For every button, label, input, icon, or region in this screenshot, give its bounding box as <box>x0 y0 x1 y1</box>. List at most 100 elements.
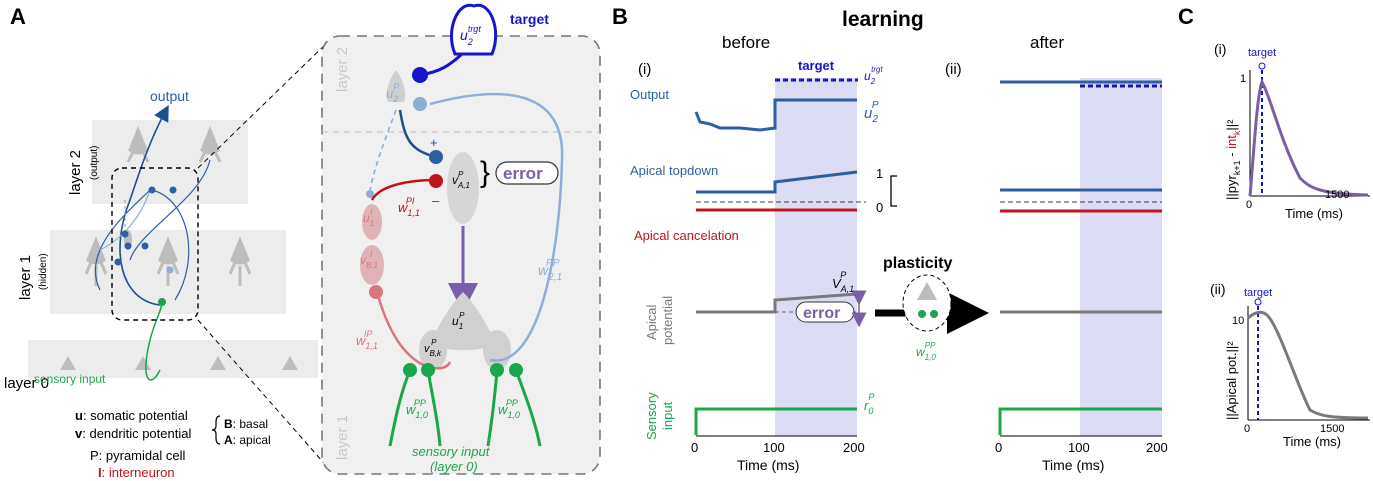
output-label: output <box>150 88 189 104</box>
legend-B-desc: : basal <box>233 417 268 431</box>
sensory-row-label2: input <box>660 401 675 430</box>
plasticity-syn-2 <box>930 310 938 318</box>
panel-b-label: B <box>612 4 628 29</box>
c1-ytick: 1 <box>1240 73 1246 85</box>
output-row-label: Output <box>630 87 669 102</box>
legend-v: v <box>75 426 83 441</box>
b-u2p-label: u2P <box>864 100 879 125</box>
svg-text:P: pyramidal cell: P: pyramidal cell <box>90 448 185 463</box>
panel-a: A layer 2 (output) layer 1 (hidden) laye… <box>4 3 601 480</box>
sensory-input-label: sensory input <box>34 372 106 386</box>
before-topdown-trace <box>696 170 858 194</box>
panel-c-label: C <box>1178 4 1194 29</box>
u2p-label: u2P <box>386 82 399 104</box>
legend-A: A <box>224 433 233 447</box>
wIP-label: w1,1IP <box>356 329 378 351</box>
wIP-path <box>376 294 452 370</box>
i-label: (i) <box>638 61 651 78</box>
layer0-cells <box>60 356 298 370</box>
sensory-path <box>145 301 163 381</box>
before-xtick-0: 0 <box>691 440 698 455</box>
c-ii-label: (ii) <box>1210 281 1226 297</box>
c-target-label-2: target <box>1244 287 1272 299</box>
error-brace: } <box>480 156 490 189</box>
zoom-line-top <box>197 39 331 169</box>
layer0-band <box>28 340 318 378</box>
plasticity-cell <box>917 282 937 300</box>
learning-title: learning <box>842 8 924 31</box>
svg-text:B: basal: B: basal <box>224 417 268 431</box>
c1-xtick-1500: 1500 <box>1325 189 1349 201</box>
c2-xlabel: Time (ms) <box>1283 434 1341 449</box>
target-label: target <box>510 11 549 27</box>
b-w10-label: w1,0PP <box>916 341 936 362</box>
zoom-line-bottom <box>197 319 331 471</box>
after-xtick-0: 0 <box>995 440 1002 455</box>
scale-bottom: 0 <box>876 200 883 215</box>
b-error-label: error <box>803 305 840 322</box>
before-xtick-100: 100 <box>763 440 785 455</box>
before-xlabel: Time (ms) <box>737 457 799 473</box>
c1-xtick-0: 0 <box>1246 199 1252 211</box>
wPP10b-label: w1,0PP <box>498 398 520 420</box>
before-apical-trace <box>696 292 858 314</box>
svg-text:I: interneuron: I: interneuron <box>98 465 175 480</box>
apical-cancel-label: Apical cancelation <box>634 228 739 243</box>
target-u: u2trgt <box>460 24 481 47</box>
c-target-label-1: target <box>1248 47 1276 59</box>
after-xlabel: Time (ms) <box>1042 457 1104 473</box>
error-label: error <box>503 164 543 183</box>
legend-u-desc: : somatic potential <box>83 408 188 423</box>
zoom-box <box>111 167 199 321</box>
vBk-label: vB,kP <box>424 338 442 358</box>
legend-I: I <box>98 465 102 480</box>
c2-xtick-0: 0 <box>1244 423 1250 435</box>
c-i-label: (i) <box>1214 41 1226 57</box>
apical-pot-label2: potential <box>660 296 675 345</box>
c1-trace <box>1248 78 1369 197</box>
conn-a <box>94 189 151 291</box>
c2-xtick-1500: 1500 <box>1320 423 1344 435</box>
vA1-label: vA,1P <box>452 170 470 190</box>
after-xtick-100: 100 <box>1068 440 1090 455</box>
target-node <box>450 3 498 56</box>
ii-label: (ii) <box>945 61 962 78</box>
scale-top: 1 <box>876 166 883 181</box>
legend-v-desc: : dendritic potential <box>82 426 191 441</box>
c1-ylabel: ||pyrk+1 - intk||² <box>1224 119 1242 200</box>
layer1-sublabel: (hidden) <box>38 253 49 290</box>
b-target-label: target <box>798 58 835 73</box>
after-target-shade <box>1080 78 1162 436</box>
basal-dendrite-left <box>419 330 447 370</box>
layer0-label: layer 0 <box>4 375 49 392</box>
zoom-sensory-label: sensory input <box>412 444 491 459</box>
plasticity-syn-1 <box>918 310 926 318</box>
svg-text:v: dendritic potential: v: dendritic potential <box>75 426 191 441</box>
legend: u: somatic potential v: dendritic potent… <box>75 408 271 480</box>
zoom-layer1-label: layer 1 <box>334 415 351 460</box>
interneuron-soma <box>362 204 382 240</box>
wPP21-label: w2,1PP <box>538 258 562 283</box>
wPP10a-label: w1,0PP <box>406 398 428 420</box>
error-box <box>495 161 559 185</box>
interneuron-dendrite <box>360 245 384 285</box>
apical-topdown-label: Apical topdown <box>630 163 718 178</box>
topdown-synapse <box>429 150 443 164</box>
legend-u: u <box>75 408 83 423</box>
output-path <box>119 104 169 306</box>
layer1-soma <box>430 292 496 351</box>
c2-trace <box>1247 310 1369 420</box>
cancel-synapse <box>429 174 443 188</box>
panel-b: B learning before after (i) (ii) target … <box>612 4 1168 473</box>
plus-sign: + <box>430 135 438 150</box>
plasticity-circle <box>902 274 952 332</box>
conn-d <box>129 159 211 261</box>
cancel-path <box>370 178 437 201</box>
legend-A-desc: : apical <box>233 433 271 447</box>
before-sensory-trace <box>694 407 857 435</box>
legend-B: B <box>224 417 233 431</box>
after-sensory-trace <box>998 407 1162 435</box>
b-r0-label: r0P <box>864 392 874 416</box>
legend-I-desc: : interneuron <box>102 465 175 480</box>
